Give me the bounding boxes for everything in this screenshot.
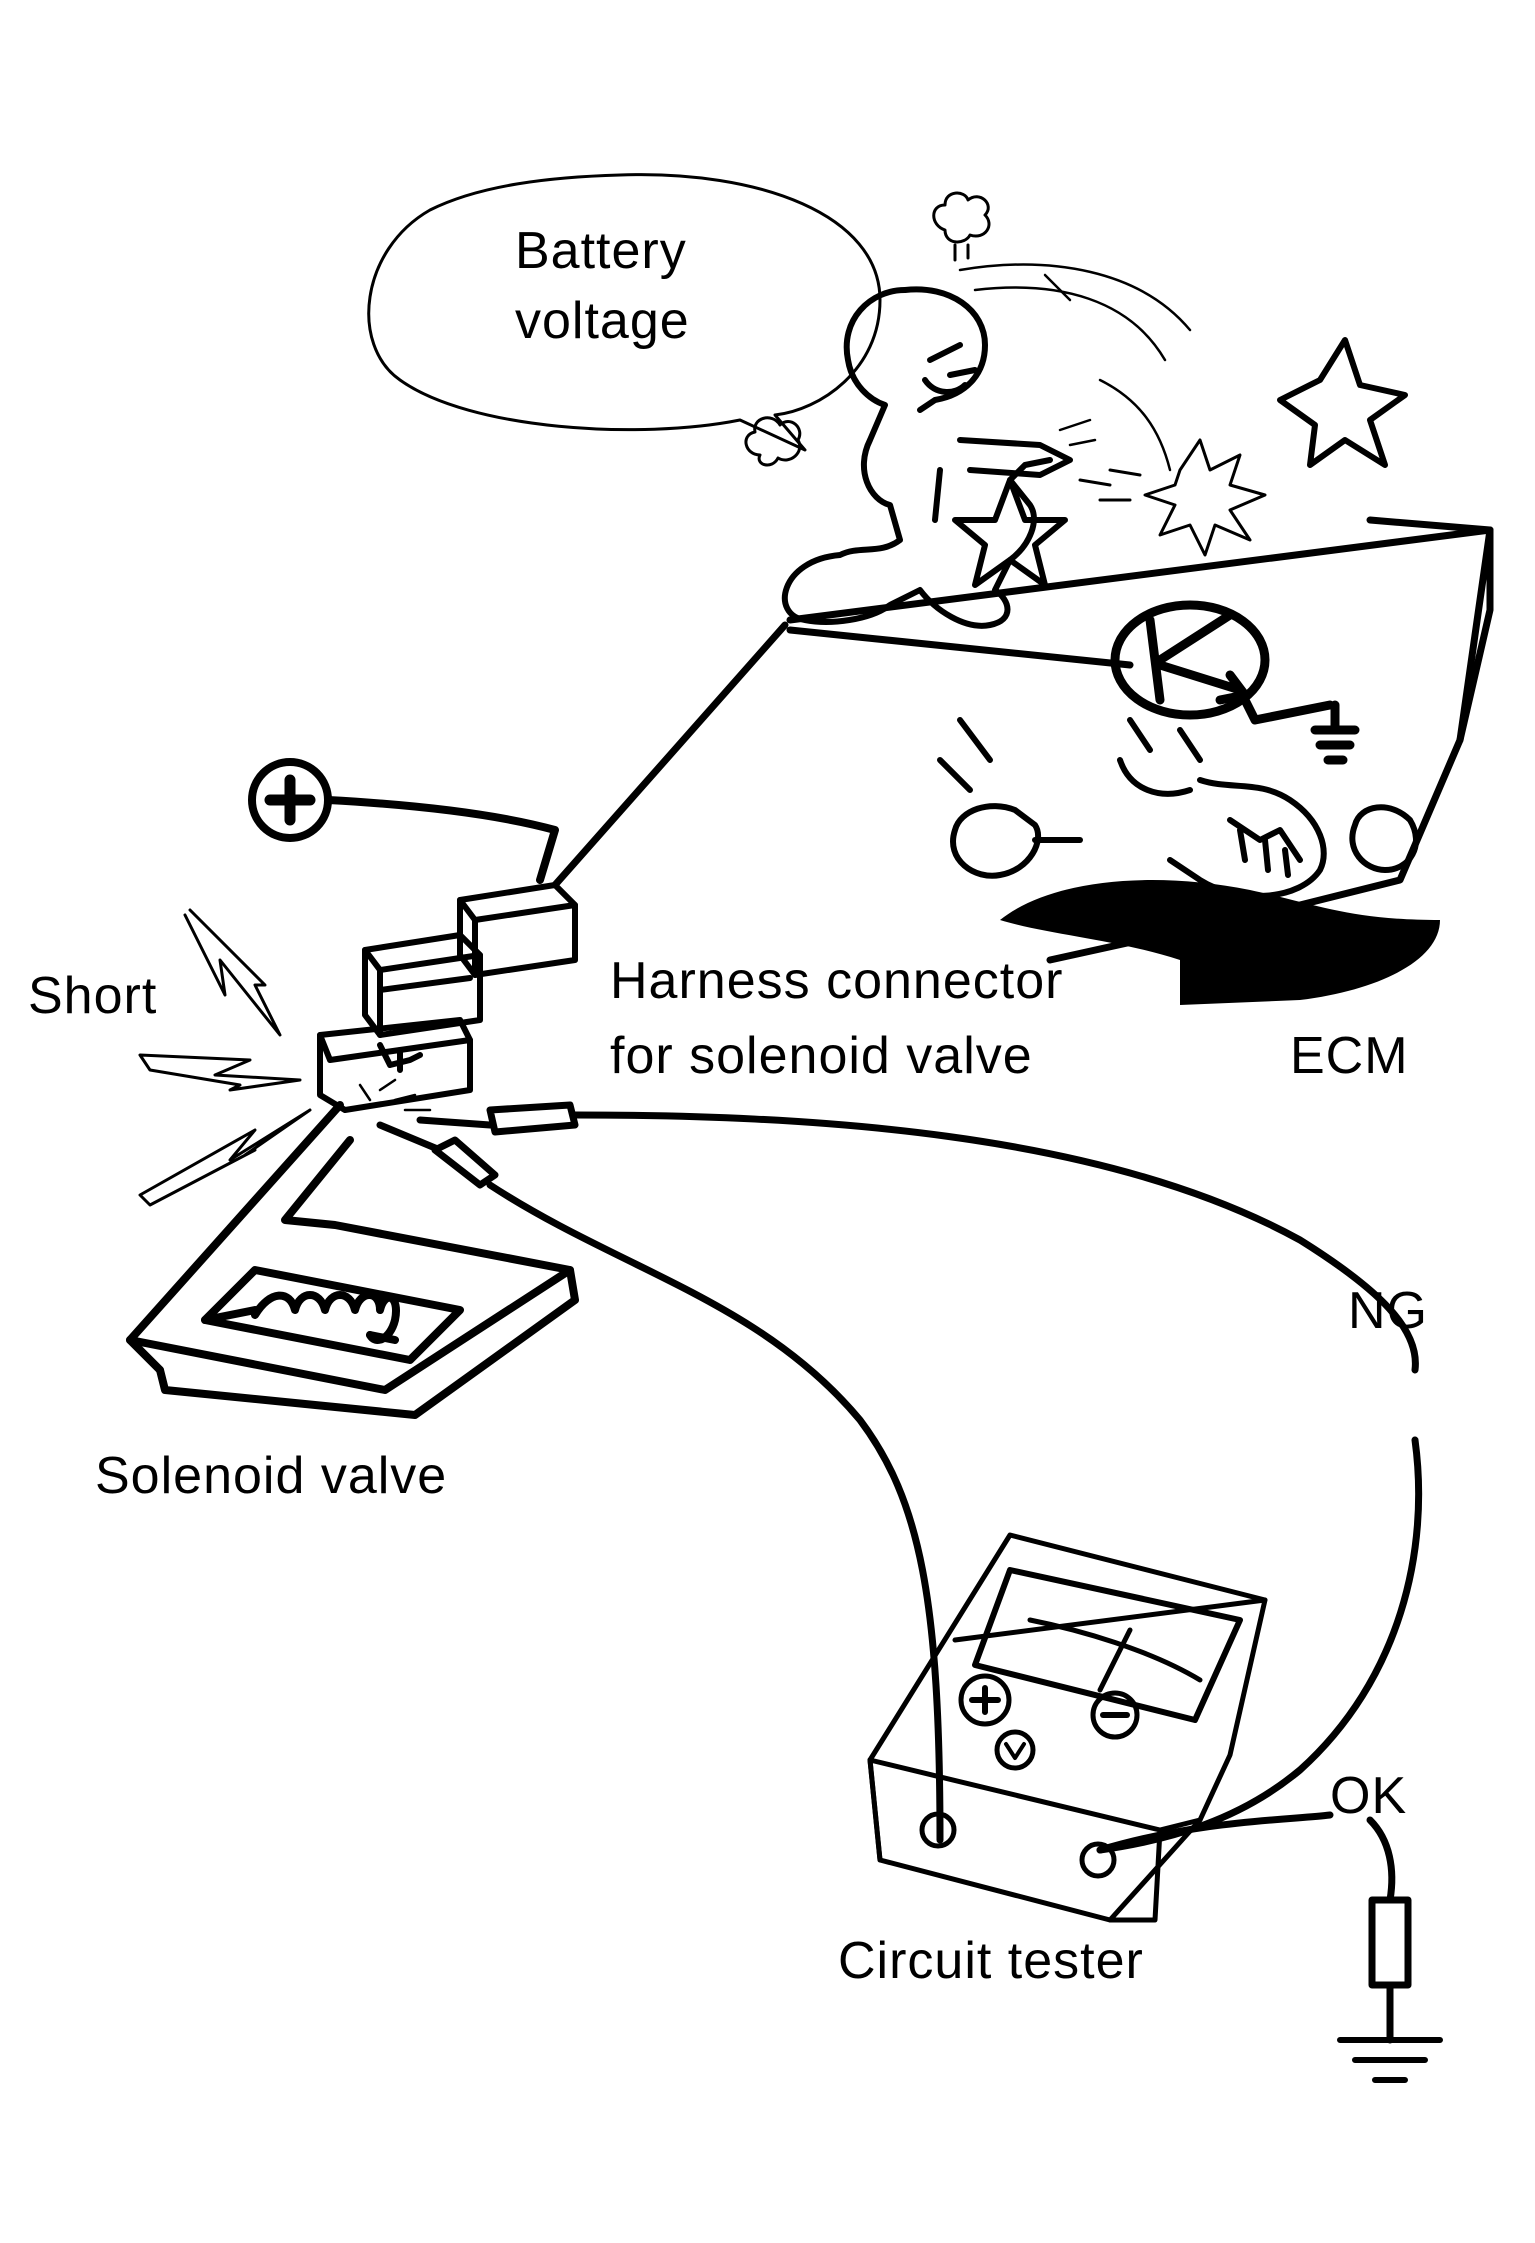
harness-label-line1: Harness connector [610, 952, 1064, 1010]
motion-lines [958, 263, 1192, 472]
harness-wire [551, 621, 1134, 889]
ecm-label: ECM [1290, 1027, 1409, 1085]
ok-label: OK [1330, 1767, 1408, 1825]
short-spark-icon [358, 1078, 432, 1112]
lightning-bolt-icon [138, 908, 312, 1207]
star-icon [952, 337, 1408, 588]
speech-bubble [367, 173, 882, 452]
battery-character [781, 286, 1073, 629]
tester-probe-leads [376, 1101, 1423, 1854]
short-label: Short [28, 967, 158, 1025]
tester-label: Circuit tester [838, 1932, 1144, 1990]
solenoid-valve [126, 1101, 579, 1419]
transistor-icon [1110, 600, 1360, 765]
harness-label-line2: for solenoid valve [610, 1027, 1033, 1085]
anger-puff-icon [744, 191, 991, 467]
circuit-tester [867, 1532, 1268, 1923]
ng-label: NG [1348, 1282, 1428, 1340]
solenoid-label: Solenoid valve [95, 1447, 448, 1505]
battery-plus-icon [248, 758, 559, 884]
bubble-text-line1: Battery [515, 222, 687, 280]
spark-icon [1078, 438, 1267, 557]
ground-lead [1096, 1811, 1443, 2083]
ecm-shadow [1000, 880, 1440, 1005]
harness-connector [317, 882, 578, 1113]
bubble-text-line2: voltage [515, 292, 690, 350]
